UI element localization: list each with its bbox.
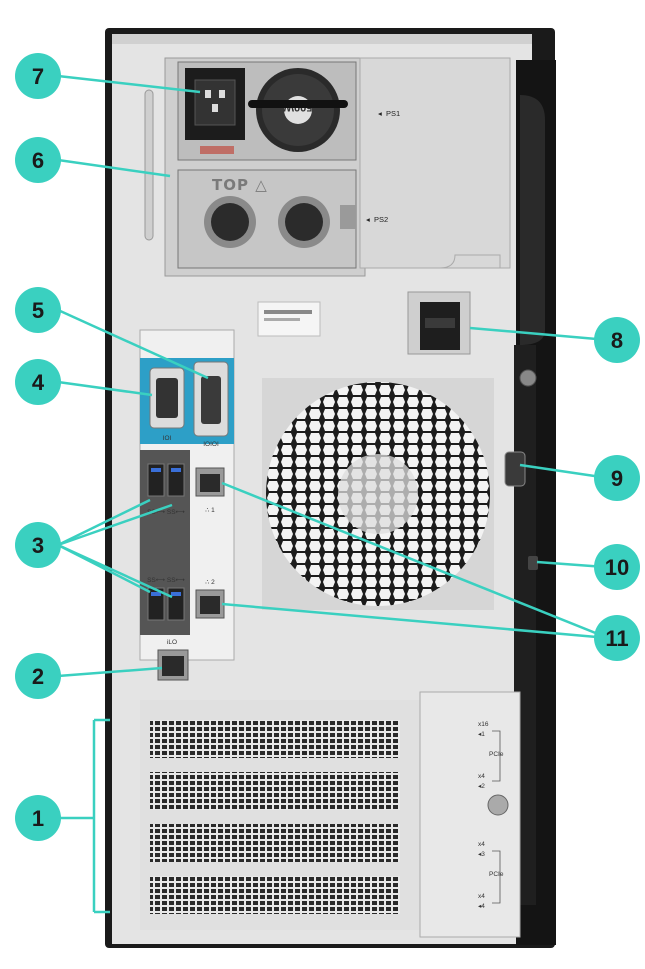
rear-fan [262,378,494,610]
chassis-lock [407,291,471,355]
pcie-group-lower: PCIe [489,871,504,878]
slot4-width: x4 [478,893,485,900]
svg-text:8: 8 [611,328,623,353]
callouts: 7 6 5 4 3 2 1 8 [15,53,640,841]
psu-handle [248,100,348,108]
power-supply-1: 500W [177,61,357,161]
svg-text:2: 2 [32,664,44,689]
callout-9: 9 [594,455,640,501]
pcie-group-upper: PCIe [489,751,504,758]
callout-1: 1 [15,795,61,841]
callout-5: 5 [15,287,61,333]
top-marking: TOP △ [212,176,268,194]
callout-2: 2 [15,653,61,699]
pcie-slot-cover-4 [150,876,400,914]
vga-port: IOI [149,367,185,442]
ps2-label: PS2 [374,215,388,224]
ilo-port [157,649,189,681]
pcie-slot-cover-3 [150,824,400,862]
padlock-eye [504,451,526,487]
callout-3: 3 [15,522,61,568]
slot2-num: ◂2 [478,783,485,790]
svg-text:5: 5 [32,298,44,323]
callout-11: 11 [594,615,640,661]
usb-ports-top [147,463,185,497]
svg-text:4: 4 [32,370,45,395]
callout-8: 8 [594,317,640,363]
svg-text:7: 7 [32,64,44,89]
io-panel: IOI IOIOI SS⟷ SS⟷ SS⟷ SS⟷ ∴ 1 [139,329,235,681]
usb-bottom-label: SS⟷ SS⟷ [147,577,185,584]
ps2-pointer: ◂ [366,215,370,224]
callout-10: 10 [594,544,640,590]
slot1-width: x16 [478,721,489,728]
vga-symbol: IOI [163,435,172,442]
svg-text:1: 1 [32,806,44,831]
serial-symbol: IOIOI [203,441,219,448]
serial-port: IOIOI [193,361,229,448]
psu-bay: 500W ◂ PS1 TOP △ ◂ PS2 [164,57,511,277]
pcie-slot-cover-2 [150,772,400,810]
callout-7: 7 [15,53,61,99]
nic2-label: ∴ 2 [205,579,215,586]
psu-fan: 500W [256,68,340,152]
pcie-slot-cover-1 [150,720,400,758]
svg-text:11: 11 [605,626,628,651]
slot2-width: x4 [478,773,485,780]
svg-text:10: 10 [605,555,629,580]
nic1-label: ∴ 1 [205,507,215,514]
slot3-num: ◂3 [478,851,485,858]
callout-6: 6 [15,137,61,183]
leader-lines [57,74,609,914]
slot4-num: ◂4 [478,903,485,910]
pcie-slots: x16 ◂1 x4 ◂2 PCIe x4 ◂3 x4 ◂4 PCIe [140,691,521,938]
slot1-num: ◂1 [478,731,485,738]
ps1-label: PS1 [386,109,400,118]
power-supply-2-blank: TOP △ [177,169,357,269]
svg-text:3: 3 [32,533,44,558]
nic-port-1 [195,467,225,497]
ilo-label: iLO [167,639,177,646]
security-slot [528,556,538,570]
svg-text:9: 9 [611,466,623,491]
slot3-width: x4 [478,841,485,848]
svg-text:6: 6 [32,148,44,173]
callout-4: 4 [15,359,61,405]
usb-top-label: SS⟷ SS⟷ [147,509,185,516]
nic-port-2 [195,589,225,619]
power-cord-socket-icon [205,90,225,112]
ps1-pointer: ◂ [378,109,382,118]
